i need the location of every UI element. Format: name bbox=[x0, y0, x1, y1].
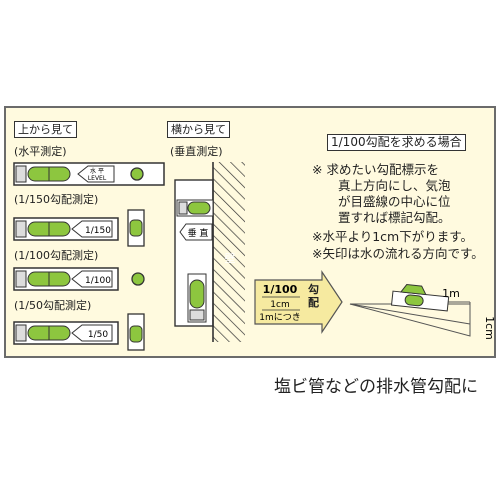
slope-50-tool bbox=[13, 313, 145, 351]
caption: 塩ビ管などの排水管勾配に bbox=[274, 377, 478, 397]
arrow-side-text: 勾配 bbox=[308, 283, 319, 309]
run-label: 1m bbox=[442, 287, 460, 300]
arrow-per-2: 1mにつき bbox=[259, 312, 301, 323]
slope-100-label: (1/100勾配測定) bbox=[14, 249, 99, 262]
slope-50-arrow-text: 1/50 bbox=[88, 330, 108, 340]
slope-section-title: 1/100勾配を求める場合 bbox=[327, 134, 466, 151]
slope-150-label: (1/150勾配測定) bbox=[14, 193, 99, 206]
slope-150-tool bbox=[13, 209, 145, 247]
slope-level-tool bbox=[390, 283, 450, 312]
side-view-header: 横から見て bbox=[167, 121, 230, 138]
vertical-measure-label: (垂直測定) bbox=[170, 145, 223, 158]
drop-label: 1cm bbox=[483, 316, 496, 340]
note-line-4: 置すれば標記勾配。 bbox=[338, 210, 451, 225]
note-line-2: 真上方向にし、気泡 bbox=[338, 178, 451, 193]
slope-150-arrow-text: 1/150 bbox=[85, 226, 111, 236]
vertical-tag-text: 垂 直 bbox=[188, 227, 209, 239]
note-line-6: ※矢印は水の流れる方向です。 bbox=[312, 246, 484, 261]
side-view-graphic bbox=[174, 162, 245, 342]
arrow-ratio: 1/100 bbox=[263, 283, 298, 296]
wall-label: 壁 bbox=[225, 251, 236, 265]
note-line-3: が目盛線の中心に位 bbox=[338, 194, 451, 209]
level-arrow-text-2: LEVEL bbox=[88, 175, 107, 182]
arrow-per-1: 1cm bbox=[270, 300, 289, 310]
note-line-5: ※水平より1cm下がります。 bbox=[312, 229, 473, 244]
note-line-1: ※ 求めたい勾配標示を bbox=[312, 162, 439, 177]
level-measure-label: (水平測定) bbox=[14, 145, 67, 158]
level-tool-top bbox=[13, 162, 165, 186]
slope-100-arrow-text: 1/100 bbox=[85, 276, 111, 286]
slope-50-label: (1/50勾配測定) bbox=[14, 299, 92, 312]
slope-100-tool bbox=[13, 267, 145, 291]
slope-arrow bbox=[254, 270, 343, 334]
top-view-header: 上から見て bbox=[14, 121, 77, 138]
level-arrow-text-1: 水 平 bbox=[90, 167, 104, 175]
